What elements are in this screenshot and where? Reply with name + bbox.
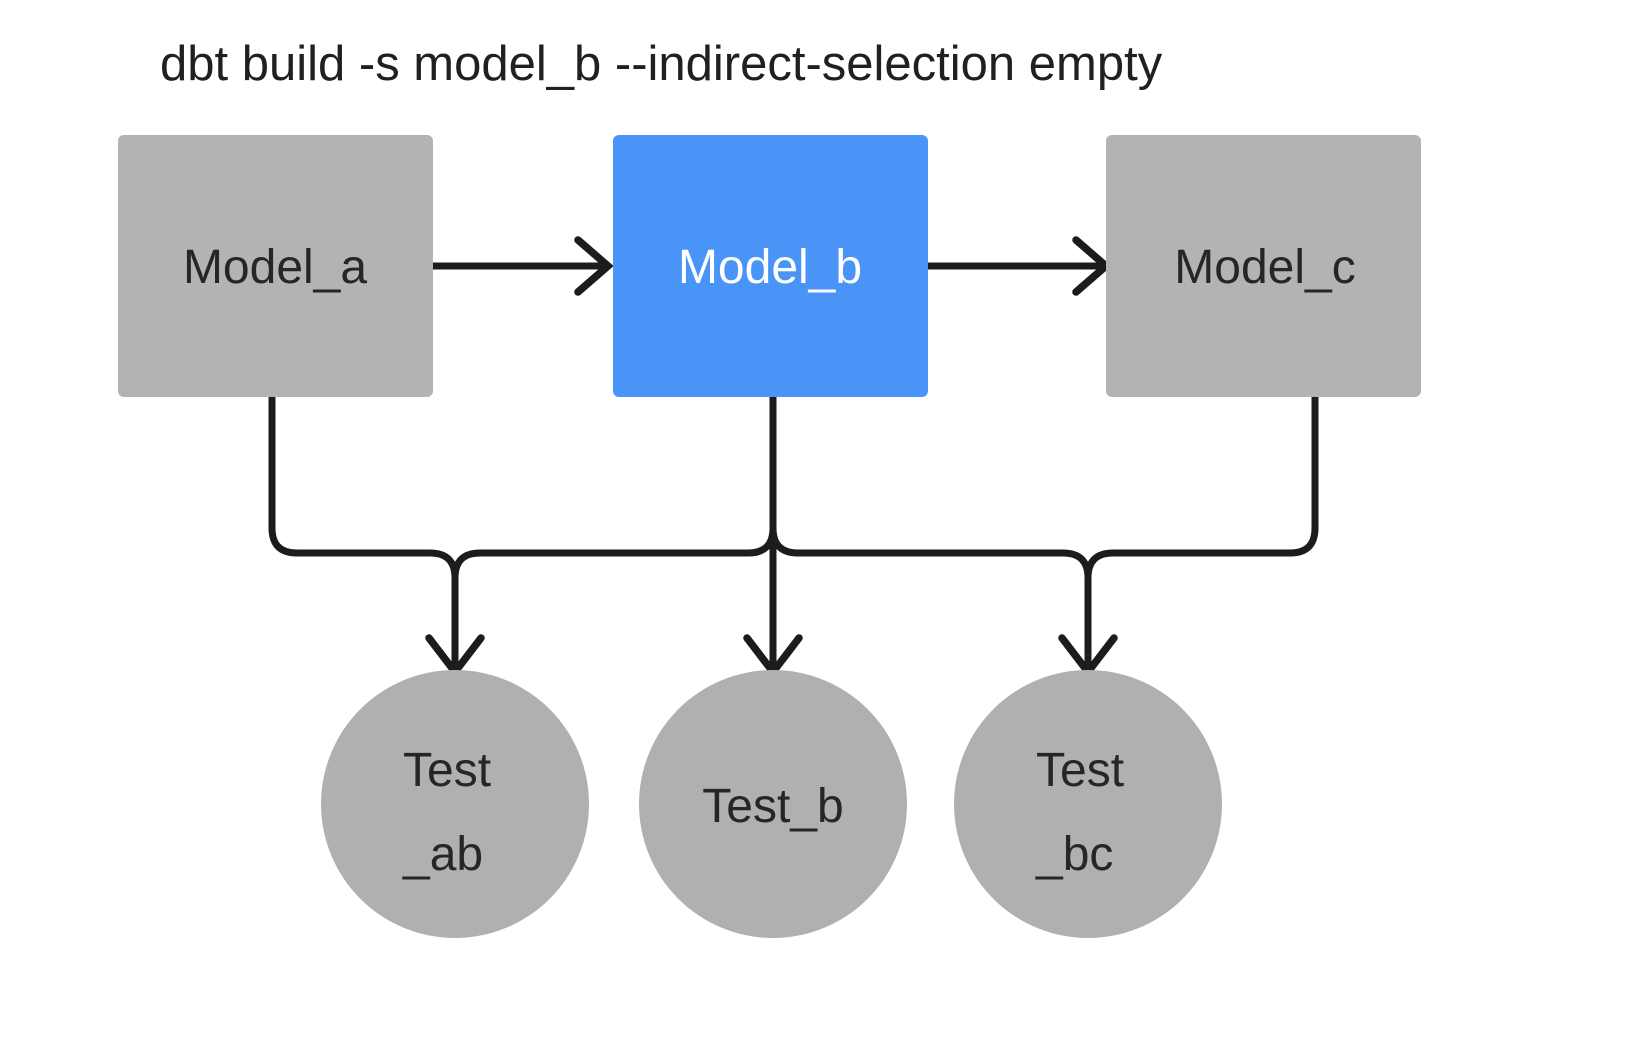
node-model-c-label: Model_c <box>1174 241 1355 294</box>
node-test-b[interactable]: Test_b <box>639 670 907 938</box>
diagram-title: dbt build -s model_b --indirect-selectio… <box>160 37 1163 91</box>
node-test-b-label-line1: Test_b <box>702 780 843 833</box>
node-test-ab-label-line2: _ab <box>402 828 483 881</box>
node-model-b-label: Model_b <box>678 241 862 294</box>
node-model-c[interactable]: Model_c <box>1106 135 1421 397</box>
edge-model-b-to-test-bc <box>769 397 1092 579</box>
node-test-ab[interactable]: Test _ab <box>321 670 589 938</box>
node-test-bc-label-line2: _bc <box>1035 828 1113 881</box>
edge-model-b-to-test-ab <box>451 397 777 579</box>
node-model-a[interactable]: Model_a <box>118 135 433 397</box>
node-model-a-shape[interactable] <box>118 135 433 397</box>
node-test-bc-shape[interactable] <box>954 670 1222 938</box>
node-model-b-shape[interactable] <box>613 135 928 397</box>
edge-model-a-to-test-ab <box>268 397 459 668</box>
node-model-c-shape[interactable] <box>1106 135 1421 397</box>
edge-model-a-to-model-b <box>433 236 614 296</box>
node-test-b-shape[interactable] <box>639 670 907 938</box>
node-test-bc-label-line1: Test <box>1036 744 1124 797</box>
edge-model-b-to-model-c <box>928 236 1112 296</box>
edge-model-c-to-test-bc <box>1084 397 1319 668</box>
node-test-bc[interactable]: Test _bc <box>954 670 1222 938</box>
node-model-a-label: Model_a <box>183 241 367 294</box>
node-test-ab-label-line1: Test <box>403 744 491 797</box>
node-model-b[interactable]: Model_b <box>613 135 928 397</box>
node-test-ab-shape[interactable] <box>321 670 589 938</box>
